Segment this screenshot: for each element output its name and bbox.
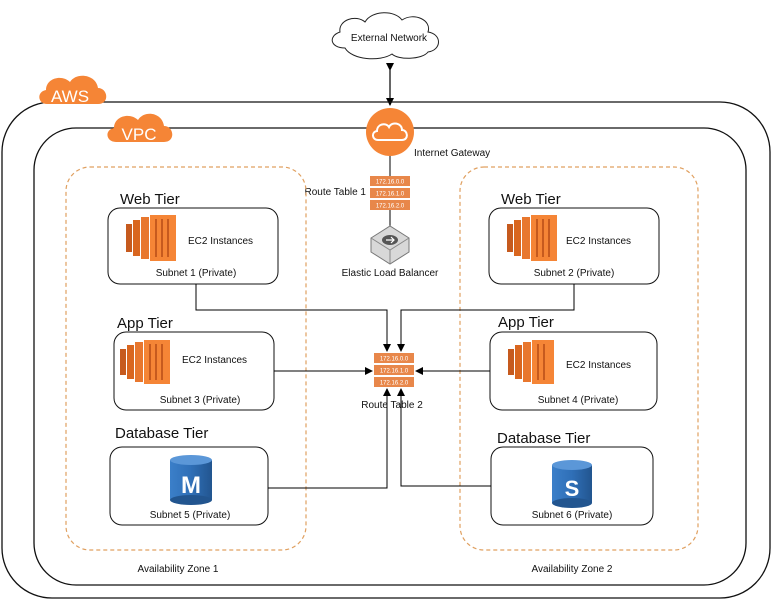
zone-1-database-tier-title: Database Tier bbox=[115, 425, 208, 442]
route-table-2-label: Route Table 2 bbox=[361, 400, 423, 411]
zone-2-web-tier-title: Web Tier bbox=[501, 191, 561, 208]
zone-2-app-tier-title: App Tier bbox=[498, 314, 554, 331]
aws-label: AWS bbox=[51, 87, 89, 106]
aws-boundary bbox=[1, 101, 771, 599]
zone-1-web-tier-content: EC2 Instances bbox=[188, 236, 253, 247]
availability-zone-2-label: Availability Zone 2 bbox=[532, 564, 613, 575]
internet-gateway-label: Internet Gateway bbox=[414, 148, 490, 159]
database-tier-1-connector bbox=[268, 388, 391, 489]
web-tier-1-connector bbox=[195, 284, 391, 352]
subnet-5-label: Subnet 5 (Private) bbox=[150, 510, 231, 521]
route-table-2-row bbox=[374, 353, 414, 363]
aws-badge: AWS bbox=[39, 75, 107, 106]
ec2-icon bbox=[126, 215, 176, 261]
elb-label: Elastic Load Balancer bbox=[342, 268, 439, 279]
zone-1-web-tier-title: Web Tier bbox=[120, 191, 180, 208]
vpc-label: VPC bbox=[122, 125, 157, 144]
zone-1-app-tier-content: EC2 Instances bbox=[182, 355, 247, 366]
route-table-1-entry: 172.16.0.0 bbox=[376, 180, 405, 186]
availability-zone-1-label: Availability Zone 1 bbox=[138, 564, 219, 575]
subnet-4-label: Subnet 4 (Private) bbox=[538, 395, 619, 406]
database-icon: S bbox=[552, 460, 592, 508]
subnet-3-label: Subnet 3 (Private) bbox=[160, 395, 241, 406]
ec2-icon bbox=[120, 340, 170, 384]
route-table-2-entry: 172.16.1.0 bbox=[380, 369, 409, 375]
elastic-load-balancer-icon bbox=[370, 225, 410, 265]
zone-2-app-tier-content: EC2 Instances bbox=[566, 360, 631, 371]
subnet-1-label: Subnet 1 (Private) bbox=[156, 268, 237, 279]
route-table-1-row bbox=[370, 200, 410, 210]
external-network-label: External Network bbox=[351, 33, 428, 44]
subnet-6-label: Subnet 6 (Private) bbox=[532, 510, 613, 521]
external-network-cloud: External Network bbox=[331, 12, 439, 60]
route-table-1-row bbox=[370, 188, 410, 198]
database-letter: M bbox=[181, 472, 201, 499]
route-table-1-entry: 172.16.1.0 bbox=[376, 192, 405, 198]
route-table-2-row bbox=[374, 377, 414, 387]
route-table-1-label: Route Table 1 bbox=[304, 187, 366, 198]
zone-2-database-tier-title: Database Tier bbox=[497, 430, 590, 447]
route-table-2-entry: 172.16.2.0 bbox=[380, 381, 409, 387]
ec2-icon bbox=[507, 215, 557, 261]
route-table-2: 172.16.0.0 172.16.1.0 172.16.2.0 bbox=[374, 353, 414, 387]
subnet-2-label: Subnet 2 (Private) bbox=[534, 268, 615, 279]
zone-1-app-tier-title: App Tier bbox=[117, 315, 173, 332]
database-icon: M bbox=[170, 455, 212, 505]
vpc-badge: VPC bbox=[107, 113, 173, 144]
database-tier-2-connector bbox=[397, 388, 491, 487]
route-table-1-entry: 172.16.2.0 bbox=[376, 204, 405, 210]
route-table-1-row bbox=[370, 176, 410, 186]
zone-2-web-tier-content: EC2 Instances bbox=[566, 236, 631, 247]
web-tier-2-connector bbox=[397, 284, 575, 352]
route-table-2-entry: 172.16.0.0 bbox=[380, 357, 409, 363]
route-table-1: 172.16.0.0 172.16.1.0 172.16.2.0 bbox=[370, 176, 410, 210]
route-table-2-row bbox=[374, 365, 414, 375]
internet-gateway-icon bbox=[366, 108, 414, 156]
ec2-icon bbox=[508, 340, 554, 384]
availability-zone-2 bbox=[459, 166, 699, 551]
database-letter: S bbox=[565, 476, 580, 501]
